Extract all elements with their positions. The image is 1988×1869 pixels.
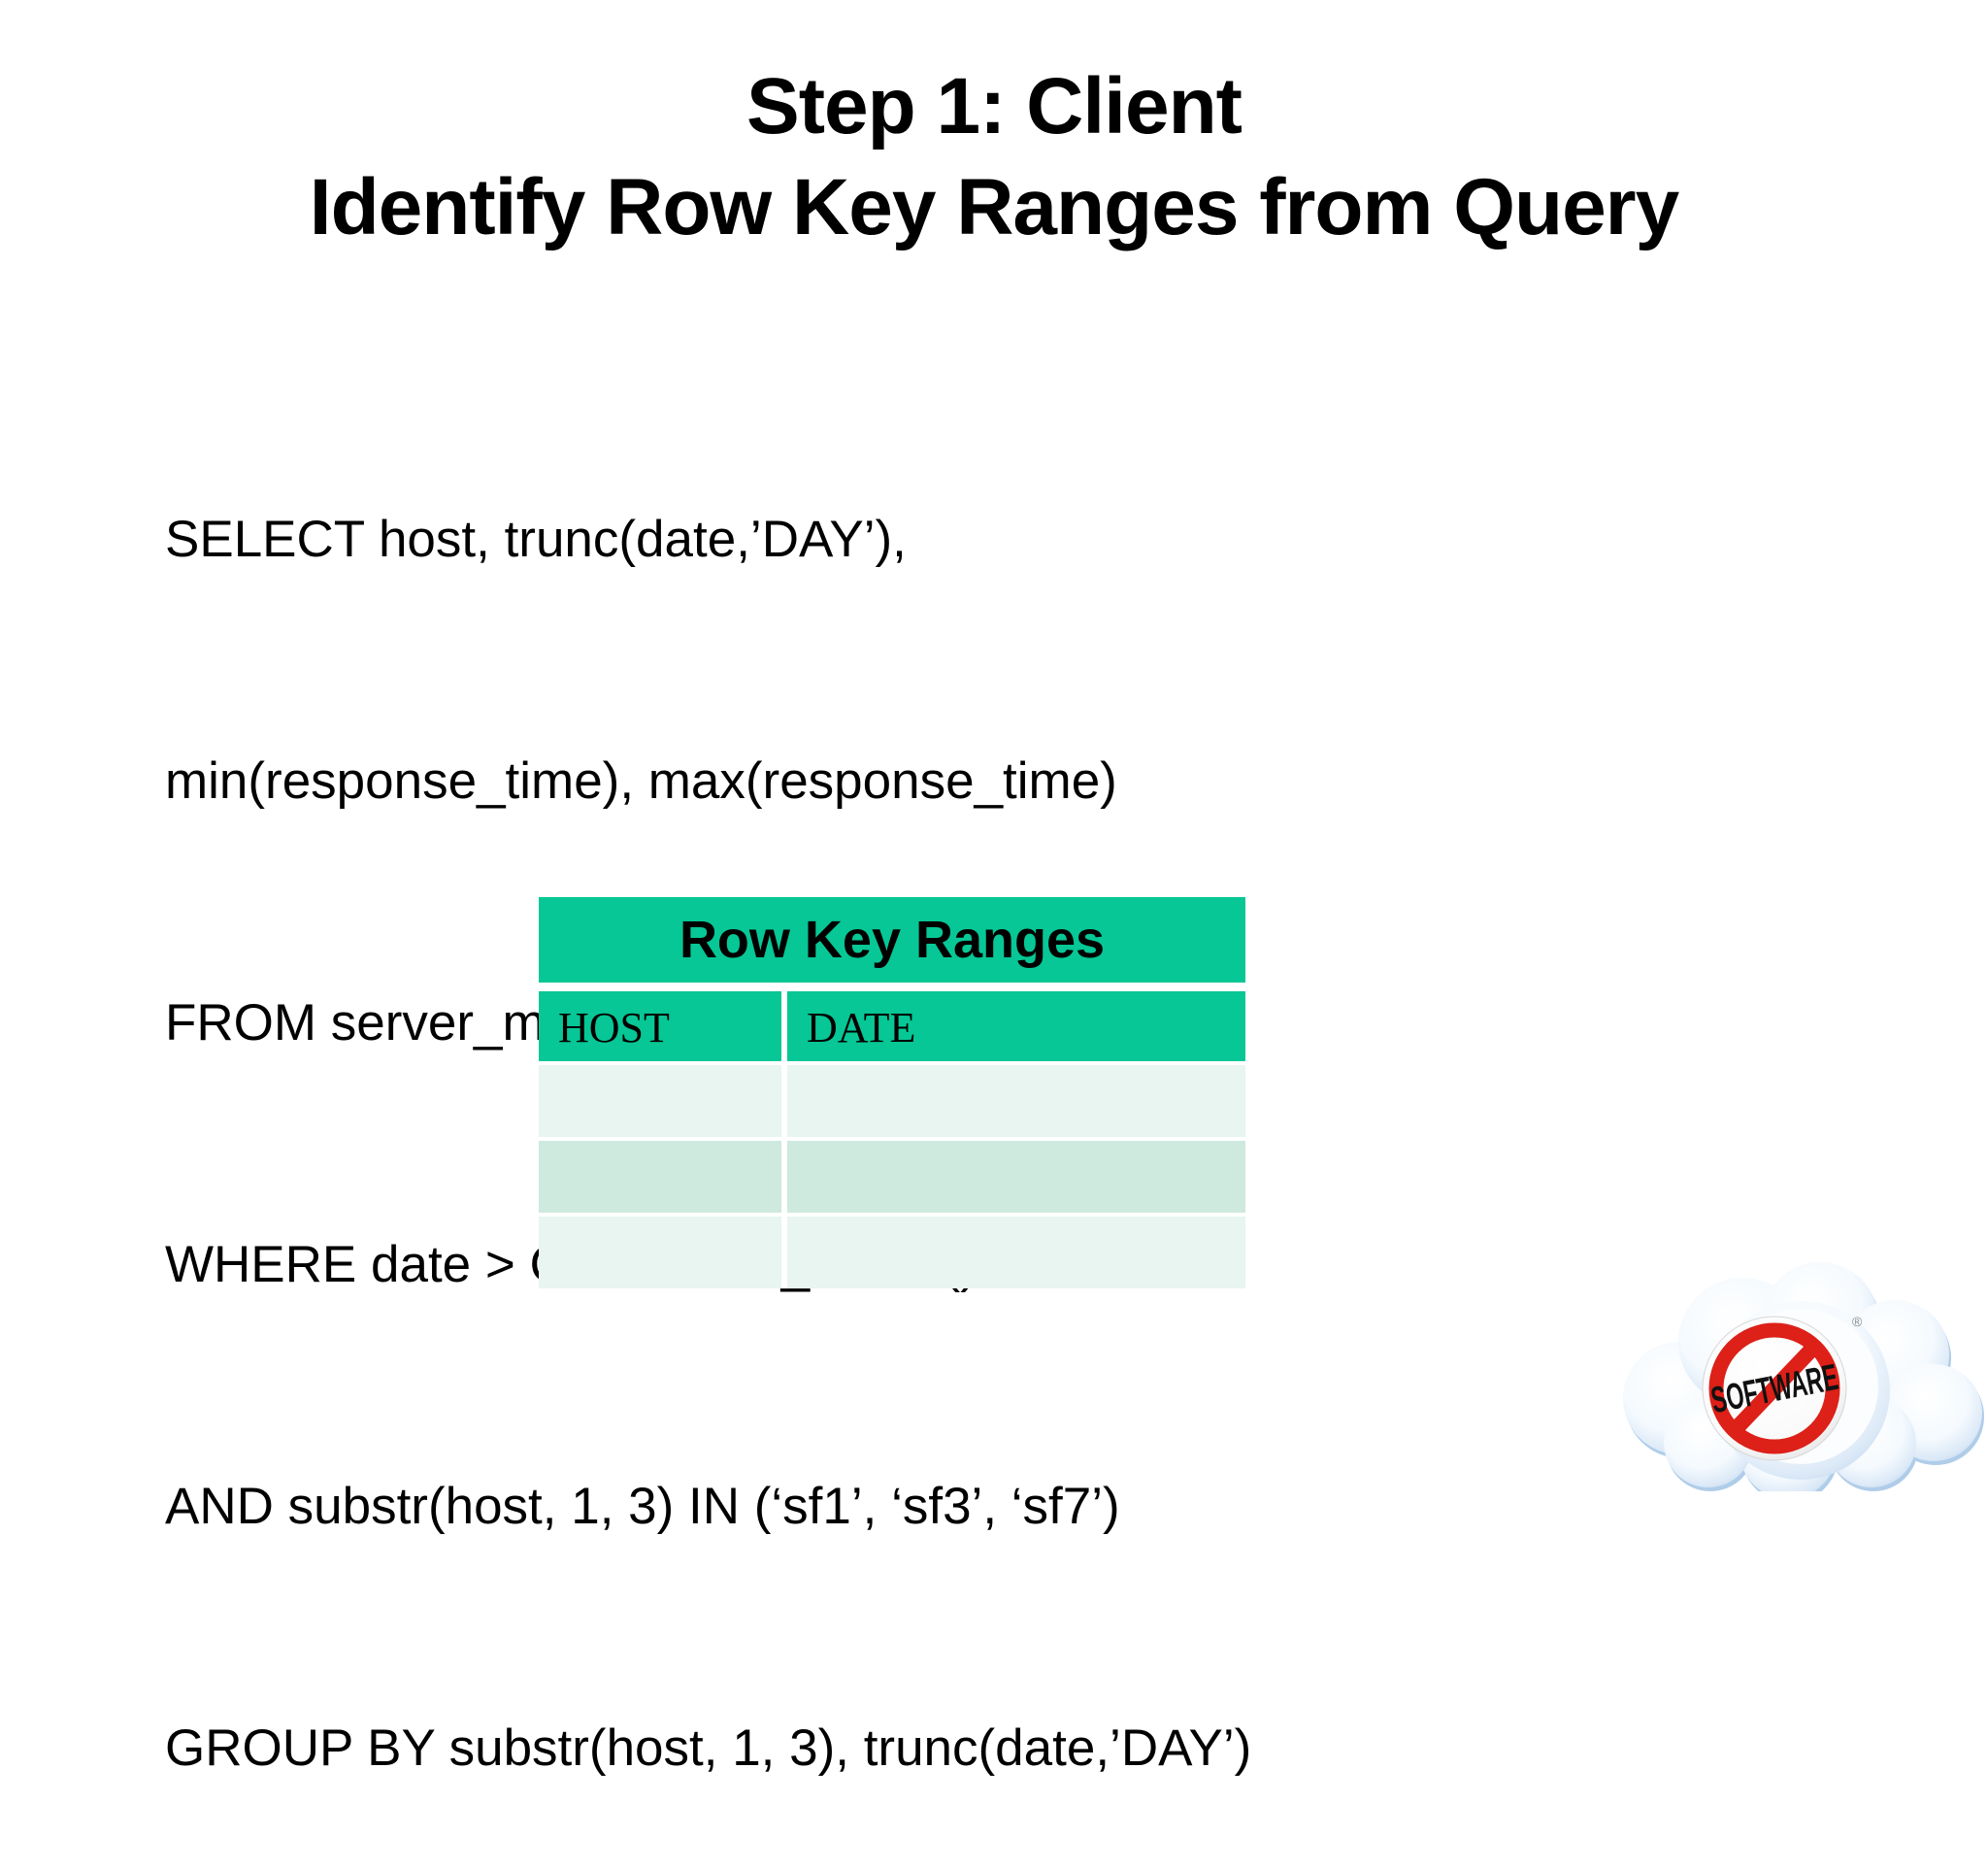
row-key-ranges-table: Row Key Ranges HOST DATE — [539, 897, 1245, 1292]
prohibition-ring-icon — [1708, 1322, 1840, 1454]
table-cell — [787, 1065, 1245, 1137]
registered-mark-icon: ® — [1852, 1314, 1863, 1329]
sql-line: min(response_time), max(response_time) — [165, 752, 1117, 810]
column-header-host: HOST — [539, 991, 781, 1061]
table-cell — [539, 1217, 781, 1288]
table-cell — [787, 1217, 1245, 1288]
table-row — [539, 1217, 1245, 1288]
sql-line: AND substr(host, 1, 3) IN (‘sf1’, ‘sf3’,… — [165, 1478, 1120, 1535]
table-cell — [539, 1065, 781, 1137]
slide-title-line-2: Identify Row Key Ranges from Query — [309, 163, 1679, 251]
no-software-cloud-icon: ® SOFTWARE — [1623, 1262, 1984, 1503]
slide-title: Step 1: Client Identify Row Key Ranges f… — [0, 56, 1988, 258]
prohibition-slash-icon — [1728, 1340, 1821, 1437]
table-row — [539, 1065, 1245, 1137]
slide-title-line-1: Step 1: Client — [746, 62, 1242, 150]
table-header-row: HOST DATE — [539, 991, 1245, 1061]
sql-line: SELECT host, trunc(date,’DAY’), — [165, 511, 907, 568]
cloud-logo: ® SOFTWARE — [1611, 1262, 1988, 1503]
table-title: Row Key Ranges — [539, 897, 1245, 983]
sql-line: GROUP BY substr(host, 1, 3), trunc(date,… — [165, 1719, 1252, 1777]
table-cell — [787, 1141, 1245, 1213]
table-cell — [539, 1141, 781, 1213]
column-header-date: DATE — [787, 991, 1245, 1061]
table-row — [539, 1141, 1245, 1213]
